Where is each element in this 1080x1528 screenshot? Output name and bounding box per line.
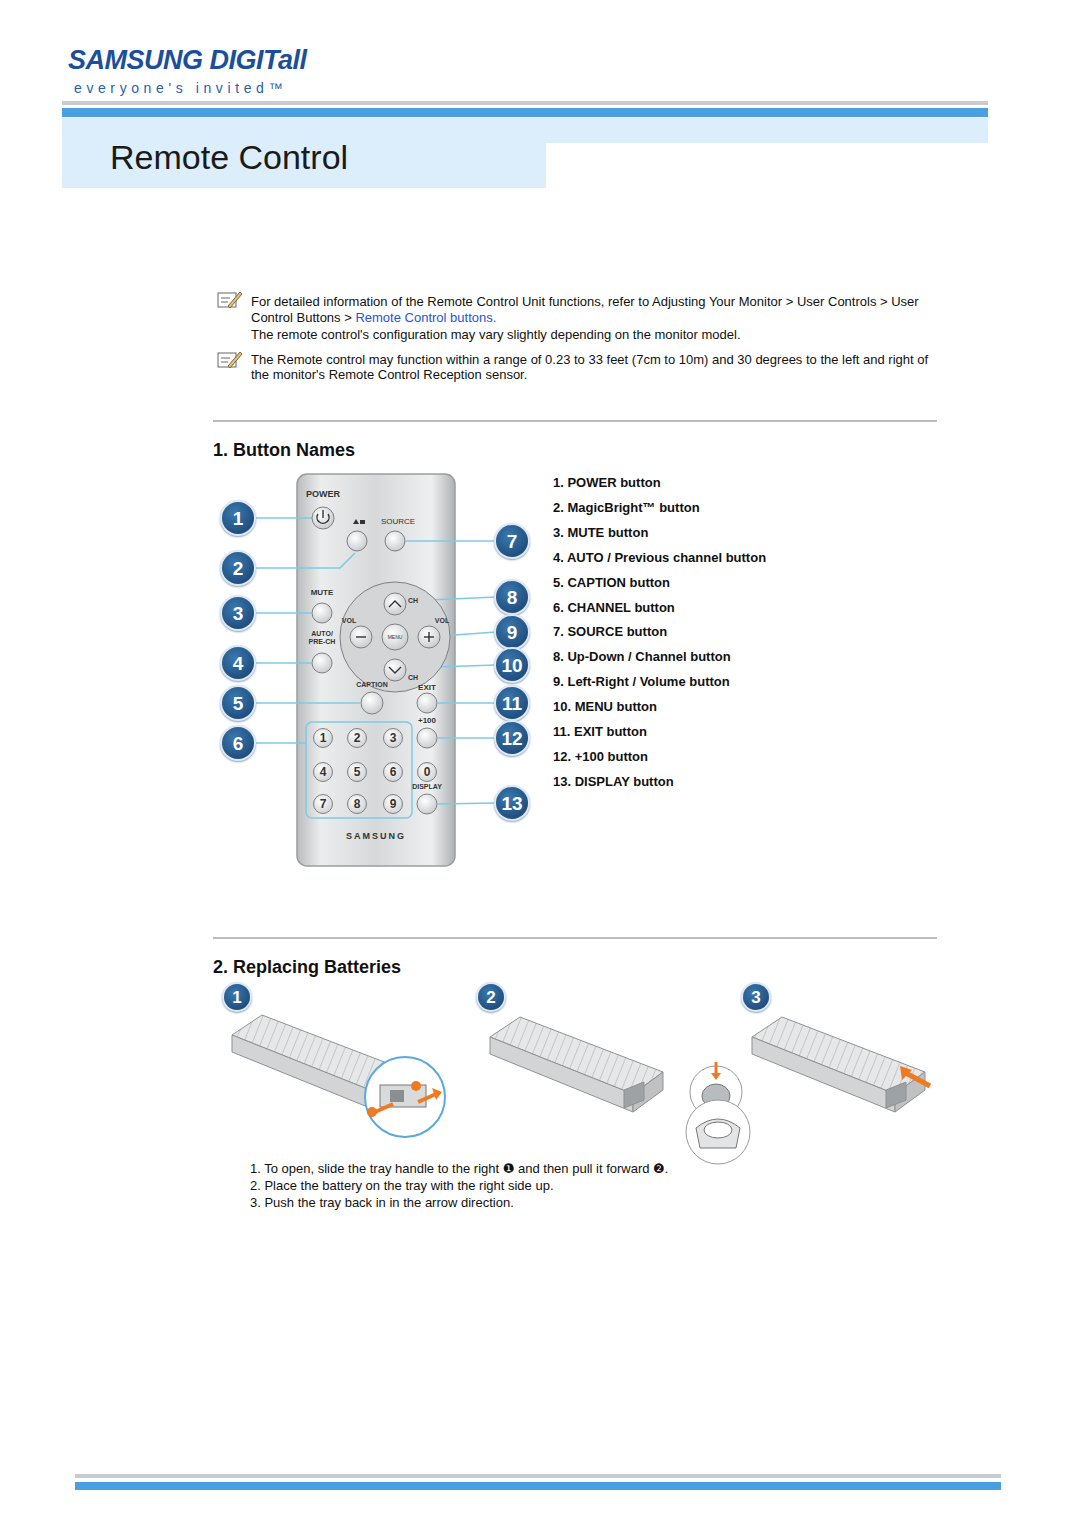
link-text: Remote Control buttons.	[355, 310, 496, 325]
button-label: DISPLAY	[407, 783, 447, 792]
callout-label: 13	[501, 794, 522, 813]
digit-button: 2	[347, 728, 367, 748]
list-item: 3. MUTE button	[553, 525, 648, 541]
list-item: 5. CAPTION button	[553, 575, 670, 591]
note-paragraph: For detailed information of the Remote C…	[251, 294, 931, 343]
callout-label: 2	[486, 989, 495, 1006]
digit-button: 5	[347, 762, 367, 782]
callout-number: 2	[478, 984, 504, 1010]
digit-button: 9	[383, 794, 403, 814]
callout-number: 13	[496, 787, 528, 819]
callout-number: 1	[222, 502, 254, 534]
callout-label: 10	[501, 656, 522, 675]
button-label: SOURCE	[376, 517, 420, 527]
button-label: MUTE	[304, 588, 340, 598]
callout-label: 5	[233, 694, 244, 713]
note-text: For detailed information of the Remote C…	[251, 294, 919, 325]
step-text: 2. Place the battery on the tray with th…	[250, 1178, 554, 1194]
list-item: 9. Left-Right / Volume button	[553, 674, 730, 690]
note-text: The Remote control may function within a…	[251, 353, 931, 383]
section-heading: 2. Replacing Batteries	[213, 956, 401, 979]
callout-number: 4	[222, 647, 254, 679]
digit-label: 9	[390, 798, 397, 810]
button-label: SAMSUNG	[336, 831, 416, 842]
digit-button: 3	[383, 728, 403, 748]
button-label: POWER	[303, 489, 343, 500]
callout-label: 2	[233, 559, 244, 578]
list-item: 4. AUTO / Previous channel button	[553, 550, 766, 566]
digit-button: 0	[417, 762, 437, 782]
digit-label: 4	[320, 766, 327, 778]
digit-label: 2	[354, 732, 361, 744]
section-heading: 1. Button Names	[213, 439, 355, 462]
button-label: AUTO/ PRE-CH	[306, 630, 338, 646]
callout-number: 8	[496, 581, 528, 613]
callout-label: 8	[507, 588, 518, 607]
button-label: EXIT	[412, 683, 442, 693]
button-label: VOL	[430, 617, 454, 626]
step-text: 1. To open, slide the tray handle to the…	[250, 1161, 668, 1177]
digit-label: 1	[320, 732, 327, 744]
digit-label: 3	[390, 732, 397, 744]
digit-label: 0	[424, 766, 431, 778]
digit-button: 1	[313, 728, 333, 748]
callout-label: 7	[507, 532, 518, 551]
list-item: 13. DISPLAY button	[553, 774, 674, 790]
callout-label: 12	[501, 729, 522, 748]
callout-label: 9	[507, 623, 518, 642]
list-item: 1. POWER button	[553, 475, 661, 491]
list-item: 2. MagicBright™ button	[553, 500, 700, 516]
page-title: Remote Control	[110, 136, 348, 179]
callout-number: 6	[222, 727, 254, 759]
logo-text: SAMSUNG DIGITall	[68, 44, 307, 78]
list-item: 8. Up-Down / Channel button	[553, 649, 731, 665]
callout-number: 2	[222, 552, 254, 584]
callout-number: 1	[224, 984, 250, 1010]
callout-number: 9	[496, 616, 528, 648]
digit-label: 7	[320, 798, 327, 810]
button-label: +100	[412, 716, 442, 726]
callout-number: 10	[496, 649, 528, 681]
list-item: 10. MENU button	[553, 699, 657, 715]
callout-label: 3	[233, 604, 244, 623]
callout-number: 12	[496, 722, 528, 754]
digit-label: 8	[354, 798, 361, 810]
callout-label: 6	[233, 734, 244, 753]
note-text: The remote control's configuration may v…	[251, 327, 931, 343]
callout-number: 3	[222, 597, 254, 629]
list-item: 7. SOURCE button	[553, 624, 667, 640]
button-label: MENU	[385, 634, 405, 640]
button-label: CH	[403, 597, 423, 606]
callout-number: 11	[496, 687, 528, 719]
digit-button: 7	[313, 794, 333, 814]
callout-label: 1	[233, 509, 244, 528]
step-text: 3. Push the tray back in in the arrow di…	[250, 1195, 514, 1211]
button-label: CH	[403, 674, 423, 683]
digit-button: 4	[313, 762, 333, 782]
callout-label: 1	[232, 989, 241, 1006]
digit-label: 5	[354, 766, 361, 778]
callout-number: 3	[743, 984, 769, 1010]
callout-label: 3	[751, 989, 760, 1006]
button-label: VOL	[337, 617, 361, 626]
callout-label: 4	[233, 654, 244, 673]
button-label: CAPTION	[352, 681, 392, 690]
list-item: 11. EXIT button	[553, 724, 647, 740]
logo-text: everyone's invited™	[74, 80, 287, 98]
callout-number: 5	[222, 687, 254, 719]
list-item: 12. +100 button	[553, 749, 648, 765]
callout-number: 7	[496, 525, 528, 557]
list-item: 6. CHANNEL button	[553, 600, 675, 616]
digit-button: 8	[347, 794, 367, 814]
digit-button: 6	[383, 762, 403, 782]
callout-label: 11	[502, 694, 522, 713]
digit-label: 6	[390, 766, 397, 778]
